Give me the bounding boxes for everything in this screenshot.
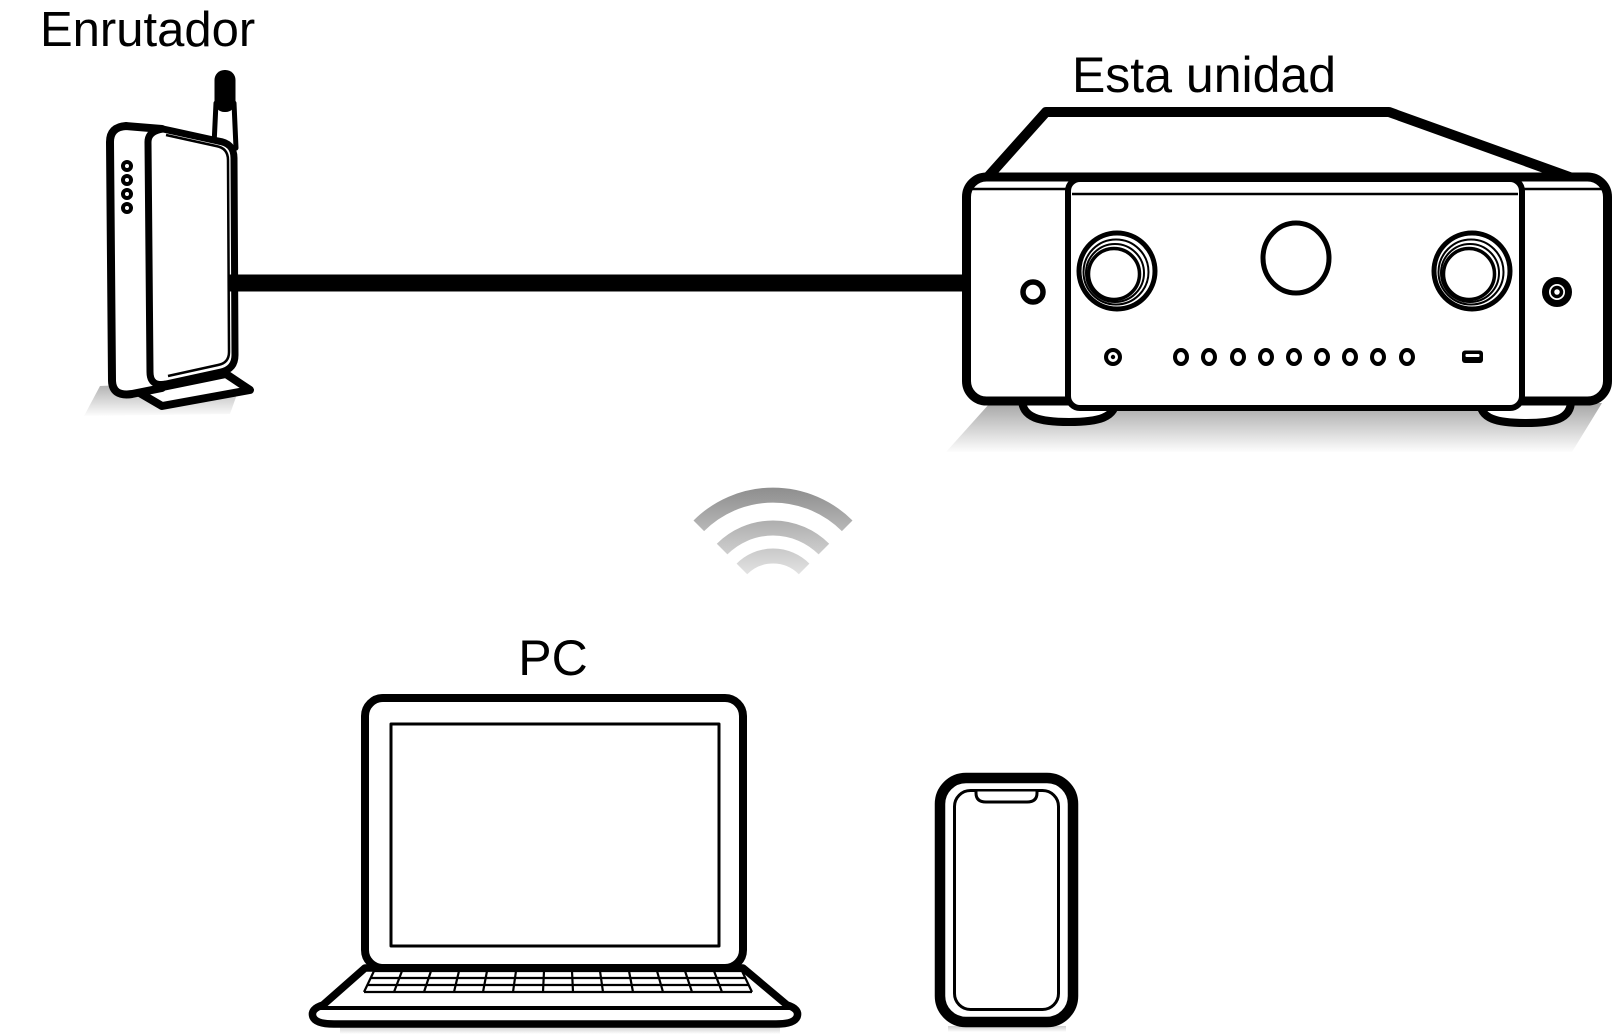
receiver-display-window [1260,220,1332,296]
input-knob [1076,230,1158,312]
laptop-screen [389,722,721,948]
pc-label: PC [518,630,588,686]
router-front-face [144,125,239,388]
laptop-icon [308,694,802,1034]
router-led-lights [121,160,133,214]
smartphone-icon [934,772,1079,1032]
smartphone-notch [974,791,1039,804]
receiver-button-row [1173,348,1415,366]
usb-port [1462,350,1483,363]
laptop-base [308,964,802,1028]
receiver-left-side-button [1020,279,1046,305]
power-button [1104,348,1122,366]
receiver-right-side-button [1542,277,1572,307]
lan-cable [228,274,972,292]
router-label: Enrutador [40,3,256,57]
unit-label: Esta unidad [1071,47,1337,103]
volume-knob [1431,230,1513,312]
av-receiver-icon [946,107,1612,452]
smartphone-screen [953,789,1060,1011]
smartphone-reflection [948,1026,1066,1032]
router-icon [84,70,254,416]
laptop-keyboard [363,969,753,994]
wifi-icon [693,487,853,575]
laptop-reflection [340,1027,780,1034]
